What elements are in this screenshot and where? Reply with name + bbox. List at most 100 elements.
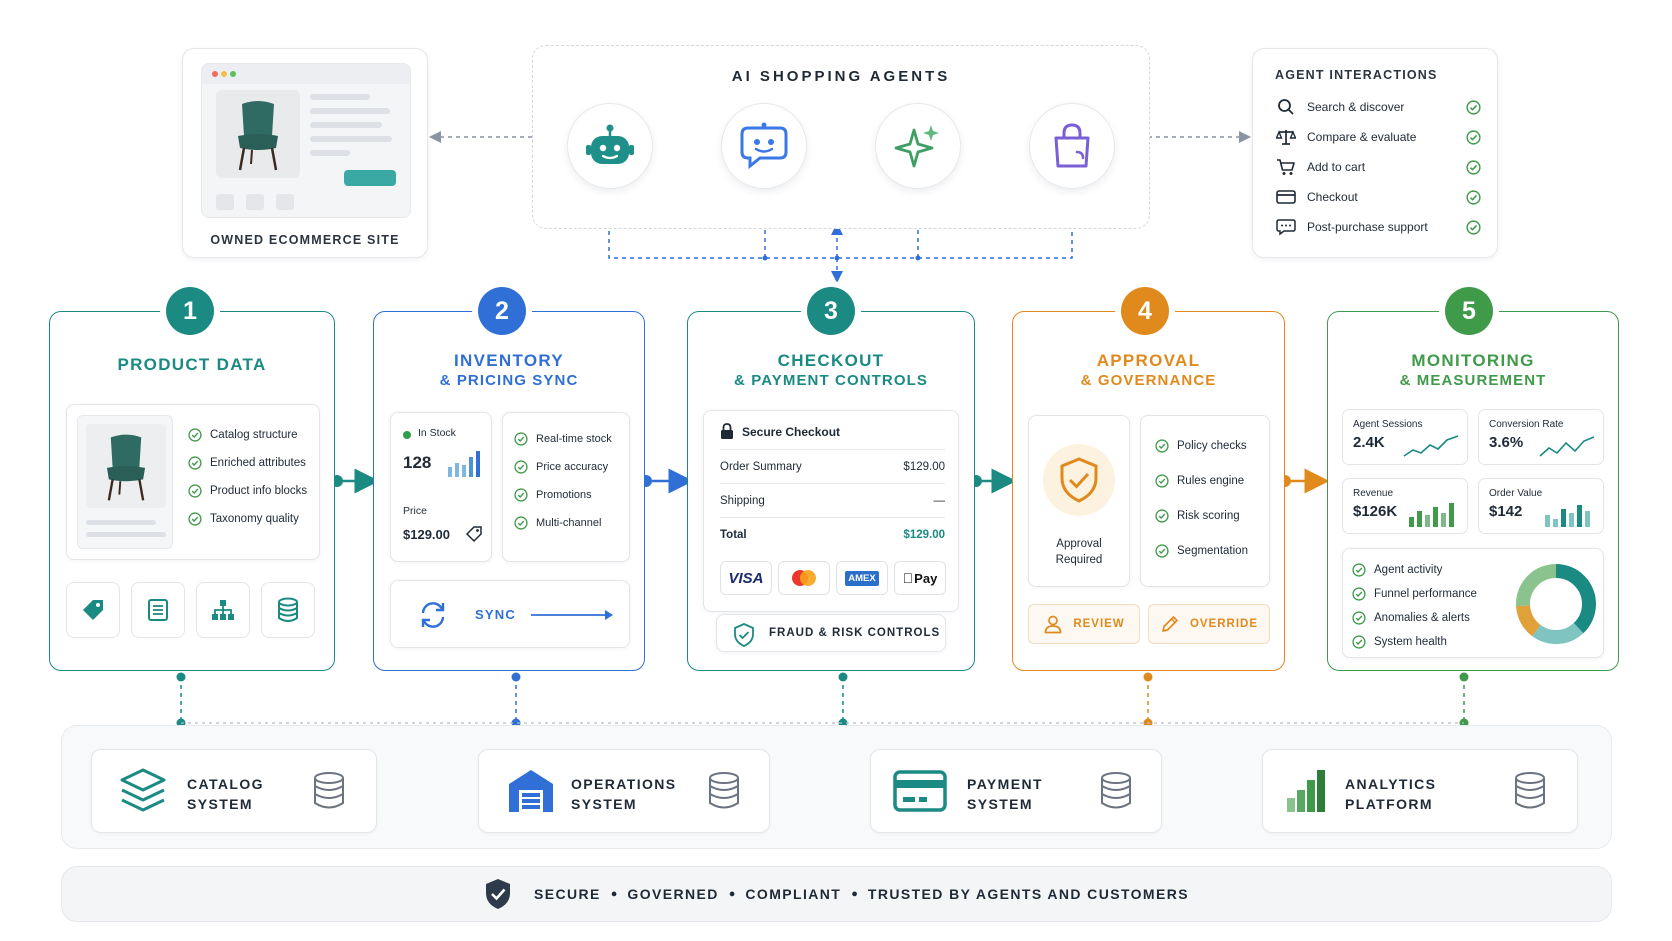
mastercard-logo xyxy=(778,561,830,595)
arrow-right-icon xyxy=(531,610,613,620)
database-icon xyxy=(278,597,298,622)
user-icon xyxy=(1044,615,1062,634)
interaction-item[interactable]: Checkout xyxy=(1275,187,1481,207)
database-icon xyxy=(709,772,739,809)
check-circle-icon xyxy=(188,456,202,470)
warehouse-icon xyxy=(509,770,553,812)
footer-trusted: TRUSTED BY AGENTS AND CUSTOMERS xyxy=(867,886,1189,902)
interaction-label: Compare & evaluate xyxy=(1307,130,1417,144)
bar-chart-icon xyxy=(1287,770,1325,812)
visa-logo: VISA xyxy=(720,561,772,595)
database-icon xyxy=(1515,772,1545,809)
list-icon xyxy=(148,599,168,621)
browser-mockup xyxy=(201,63,411,218)
check-item: Promotions xyxy=(514,488,592,502)
interaction-label: Search & discover xyxy=(1307,100,1405,114)
price-label: Price xyxy=(403,505,427,517)
price-value: $129.00 xyxy=(403,527,450,542)
override-button[interactable]: OVERRIDE xyxy=(1148,604,1270,644)
scales-icon xyxy=(1276,130,1296,145)
check-item: Risk scoring xyxy=(1155,509,1240,523)
agent-chat-bot[interactable] xyxy=(721,103,807,189)
metric-order-value: Order Value$142 xyxy=(1478,478,1604,534)
check-item: Real-time stock xyxy=(514,432,612,446)
check-circle-icon xyxy=(1352,563,1366,577)
order-summary-row: Order Summary$129.00 xyxy=(720,461,945,473)
step-subtitle: & PAYMENT CONTROLS xyxy=(734,372,928,389)
step-badge-4: 4 xyxy=(1121,287,1169,335)
tag-tile[interactable] xyxy=(66,582,120,638)
check-circle-icon xyxy=(1466,159,1481,175)
check-item: Funnel performance xyxy=(1352,587,1477,601)
check-circle-icon xyxy=(1352,635,1366,649)
footer-governed: GOVERNED xyxy=(627,886,719,902)
check-item: Agent activity xyxy=(1352,563,1442,577)
owned-ecommerce-site-card: OWNED ECOMMERCE SITE xyxy=(182,48,428,258)
check-circle-icon xyxy=(1352,587,1366,601)
step-inventory-pricing: INVENTORY & PRICING SYNC In Stock 128 Pr… xyxy=(373,311,645,671)
tag-icon xyxy=(83,600,103,620)
donut-chart xyxy=(1516,564,1596,644)
donut-segment xyxy=(1516,564,1596,644)
step-badge-1: 1 xyxy=(166,287,214,335)
check-circle-icon xyxy=(514,460,528,474)
review-button[interactable]: REVIEW xyxy=(1028,604,1140,644)
approval-required-label: Approval Required xyxy=(1055,538,1103,566)
browser-bar xyxy=(202,64,410,84)
stock-label: In Stock xyxy=(418,427,456,439)
check-item: Enriched attributes xyxy=(188,456,306,470)
step-badge-5: 5 xyxy=(1445,287,1493,335)
sync-icon xyxy=(421,602,445,628)
agent-sparkle[interactable] xyxy=(875,103,961,189)
footer-compliant: COMPLIANT xyxy=(745,886,842,902)
interaction-item[interactable]: Compare & evaluate xyxy=(1275,127,1481,147)
buy-button-mock xyxy=(344,170,396,186)
interaction-item[interactable]: Add to cart xyxy=(1275,157,1481,177)
shipping-row: Shipping— xyxy=(720,495,945,507)
interactions-title: AGENT INTERACTIONS xyxy=(1275,68,1438,82)
sync-button[interactable]: SYNC xyxy=(390,580,630,648)
step-badge-2: 2 xyxy=(478,287,526,335)
list-tile[interactable] xyxy=(131,582,185,638)
check-item: Multi-channel xyxy=(514,516,601,530)
price-tag-icon xyxy=(465,526,482,543)
stock-price-panel: In Stock 128 Price $129.00 xyxy=(390,412,492,562)
step-checkout-payment: CHECKOUT & PAYMENT CONTROLS Secure Check… xyxy=(687,311,975,671)
donut-segment xyxy=(1516,564,1596,644)
step-title: MONITORING xyxy=(1411,351,1535,370)
step-title: APPROVAL xyxy=(1096,351,1201,370)
check-item: System health xyxy=(1352,635,1447,649)
check-circle-icon xyxy=(1155,474,1169,488)
payment-card-icon xyxy=(893,770,947,812)
agent-interactions-card: AGENT INTERACTIONS Search & discover Com… xyxy=(1252,48,1498,258)
interaction-label: Checkout xyxy=(1307,190,1358,204)
step-subtitle: & MEASUREMENT xyxy=(1399,372,1547,389)
check-circle-icon xyxy=(1466,99,1481,115)
shield-check-icon xyxy=(486,879,511,909)
agent-robot[interactable] xyxy=(567,103,653,189)
check-circle-icon xyxy=(1352,611,1366,625)
stock-value: 128 xyxy=(403,453,432,472)
interaction-item[interactable]: Post-purchase support xyxy=(1275,217,1481,237)
hierarchy-tile[interactable] xyxy=(196,582,250,638)
shield-check-icon xyxy=(1060,457,1098,503)
fraud-risk-controls-button[interactable]: FRAUD & RISK CONTROLS xyxy=(716,614,946,652)
check-circle-icon xyxy=(1466,219,1481,235)
check-circle-icon xyxy=(514,516,528,530)
metric-revenue: Revenue$126K xyxy=(1342,478,1468,534)
check-circle-icon xyxy=(514,432,528,446)
interaction-item[interactable]: Search & discover xyxy=(1275,97,1481,117)
database-tile[interactable] xyxy=(261,582,315,638)
bar-chart-icon xyxy=(1409,503,1454,527)
hierarchy-icon xyxy=(212,600,234,620)
agent-shopping-bag[interactable] xyxy=(1029,103,1115,189)
database-icon xyxy=(1101,772,1131,809)
